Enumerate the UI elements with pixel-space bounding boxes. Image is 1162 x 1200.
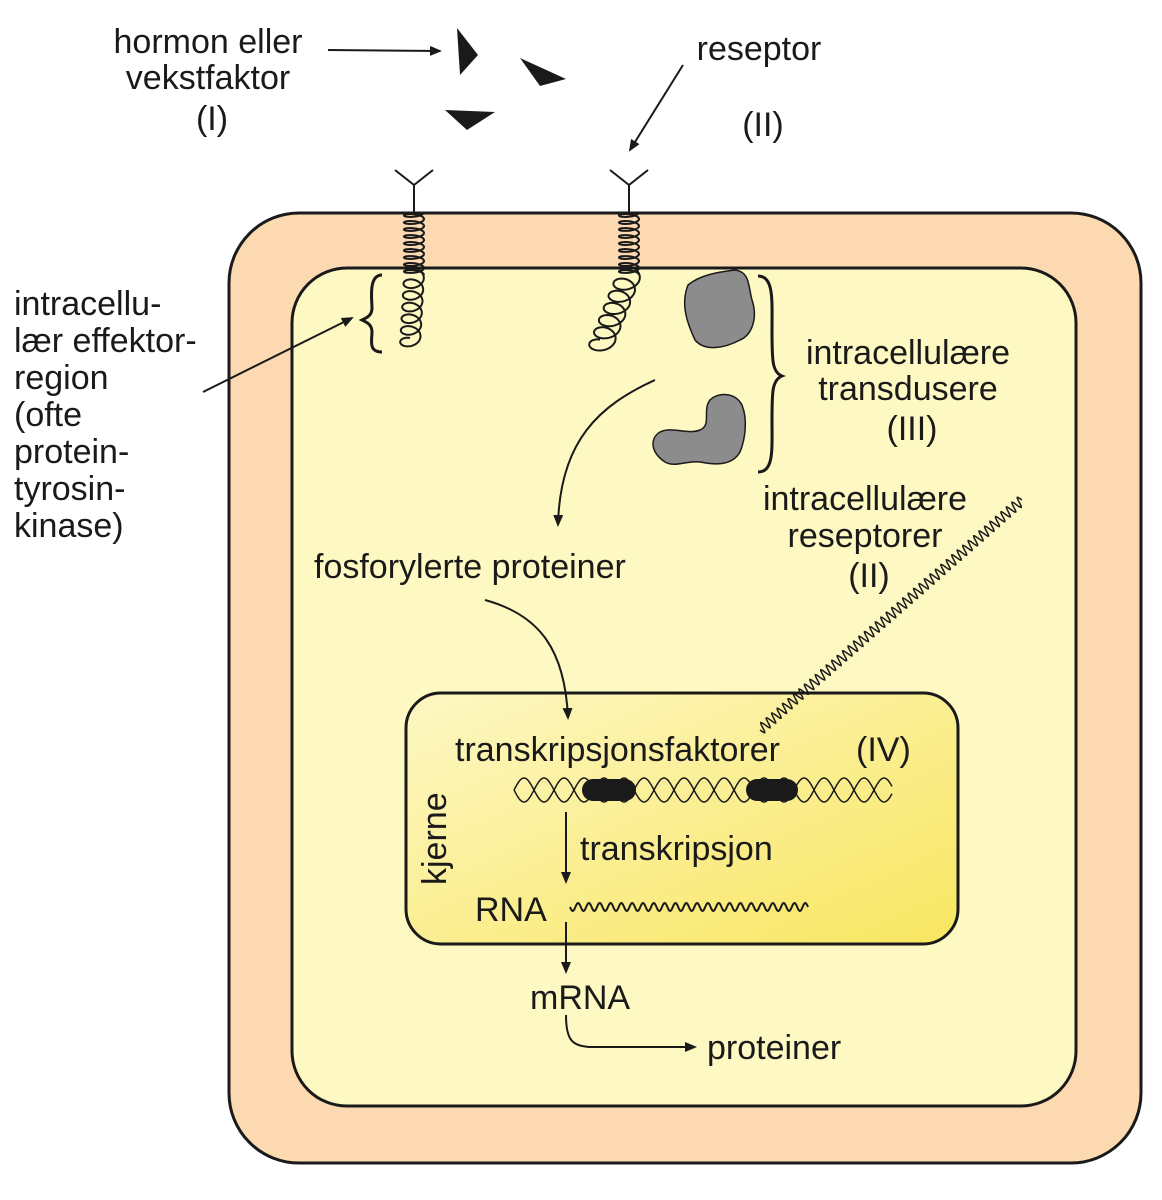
receptor-left-y-head	[394, 169, 434, 212]
arrow-mrna-to-proteins	[565, 1014, 697, 1052]
receptor-right-transmembrane-helix	[617, 211, 641, 276]
arrows	[202, 45, 697, 1052]
transducer-blob-2	[652, 393, 747, 465]
receptor-left-transmembrane-helix	[402, 211, 426, 276]
effector-label-line6: tyrosin-	[14, 470, 125, 508]
effector-label-line2: lær effektor-	[14, 322, 197, 360]
transducers-brace	[757, 274, 787, 474]
nucleus-label: kjerne	[416, 792, 454, 885]
transducers-label-num: (III)	[887, 410, 938, 448]
hormone-molecules	[445, 28, 566, 130]
receptor-right-effector-coil	[588, 265, 641, 352]
transcription-factor-bound-2	[746, 779, 798, 801]
rna-strand	[569, 901, 809, 913]
rna-label: RNA	[475, 891, 547, 929]
effector-brace	[358, 273, 383, 354]
hormone-triangle-2	[520, 58, 566, 86]
arrow-to-transcription-factors	[484, 599, 573, 720]
dna-double-helix	[513, 777, 893, 803]
proteins-label: proteiner	[707, 1029, 841, 1067]
intracellular-receptor-wave	[759, 496, 1023, 734]
transducer-blob-1	[683, 269, 756, 349]
receptor-left-effector-coil	[399, 267, 425, 348]
receptor-right	[588, 169, 649, 352]
arrow-receptor-label	[628, 64, 684, 152]
effector-label-line3: region	[14, 359, 109, 397]
hormone-label-line1: hormon eller	[114, 23, 303, 61]
mrna-label: mRNA	[530, 979, 630, 1017]
effector-label-line5: protein-	[14, 433, 129, 471]
hormone-triangle-1	[457, 28, 478, 75]
hormone-label-line2: vekstfaktor	[126, 59, 290, 97]
effector-label-line7: kinase)	[14, 507, 124, 545]
nucleus	[404, 691, 960, 946]
intra-receptors-label-num: (II)	[848, 557, 890, 595]
intra-receptors-label-line2: reseptorer	[788, 517, 943, 555]
arrow-effector-label	[202, 317, 354, 393]
transducers-label-line2: transdusere	[818, 370, 998, 408]
phosphorylated-proteins-label: fosforylerte proteiner	[314, 548, 626, 586]
receptor-label: reseptor	[697, 30, 822, 68]
transcription-factors-num: (IV)	[856, 731, 911, 769]
effector-label-line1: intracellu-	[14, 285, 161, 323]
receptor-right-y-head	[609, 169, 649, 212]
transcription-factors-label: transkripsjonsfaktorer	[455, 731, 780, 769]
transcription-factor-bound-1	[582, 779, 636, 801]
hormone-label-num: (I)	[196, 100, 228, 138]
transcription-label: transkripsjon	[580, 830, 773, 868]
receptor-label-num: (II)	[742, 106, 784, 144]
intra-receptors-label-line1: intracellulære	[763, 480, 967, 518]
arrow-hormone-label	[327, 45, 442, 56]
receptor-left	[394, 169, 434, 348]
transducers-label-line1: intracellulære	[806, 334, 1010, 372]
arrow-to-phosphorylated	[553, 379, 656, 527]
effector-label-line4: (ofte	[14, 396, 82, 434]
hormone-triangle-3	[445, 110, 495, 130]
